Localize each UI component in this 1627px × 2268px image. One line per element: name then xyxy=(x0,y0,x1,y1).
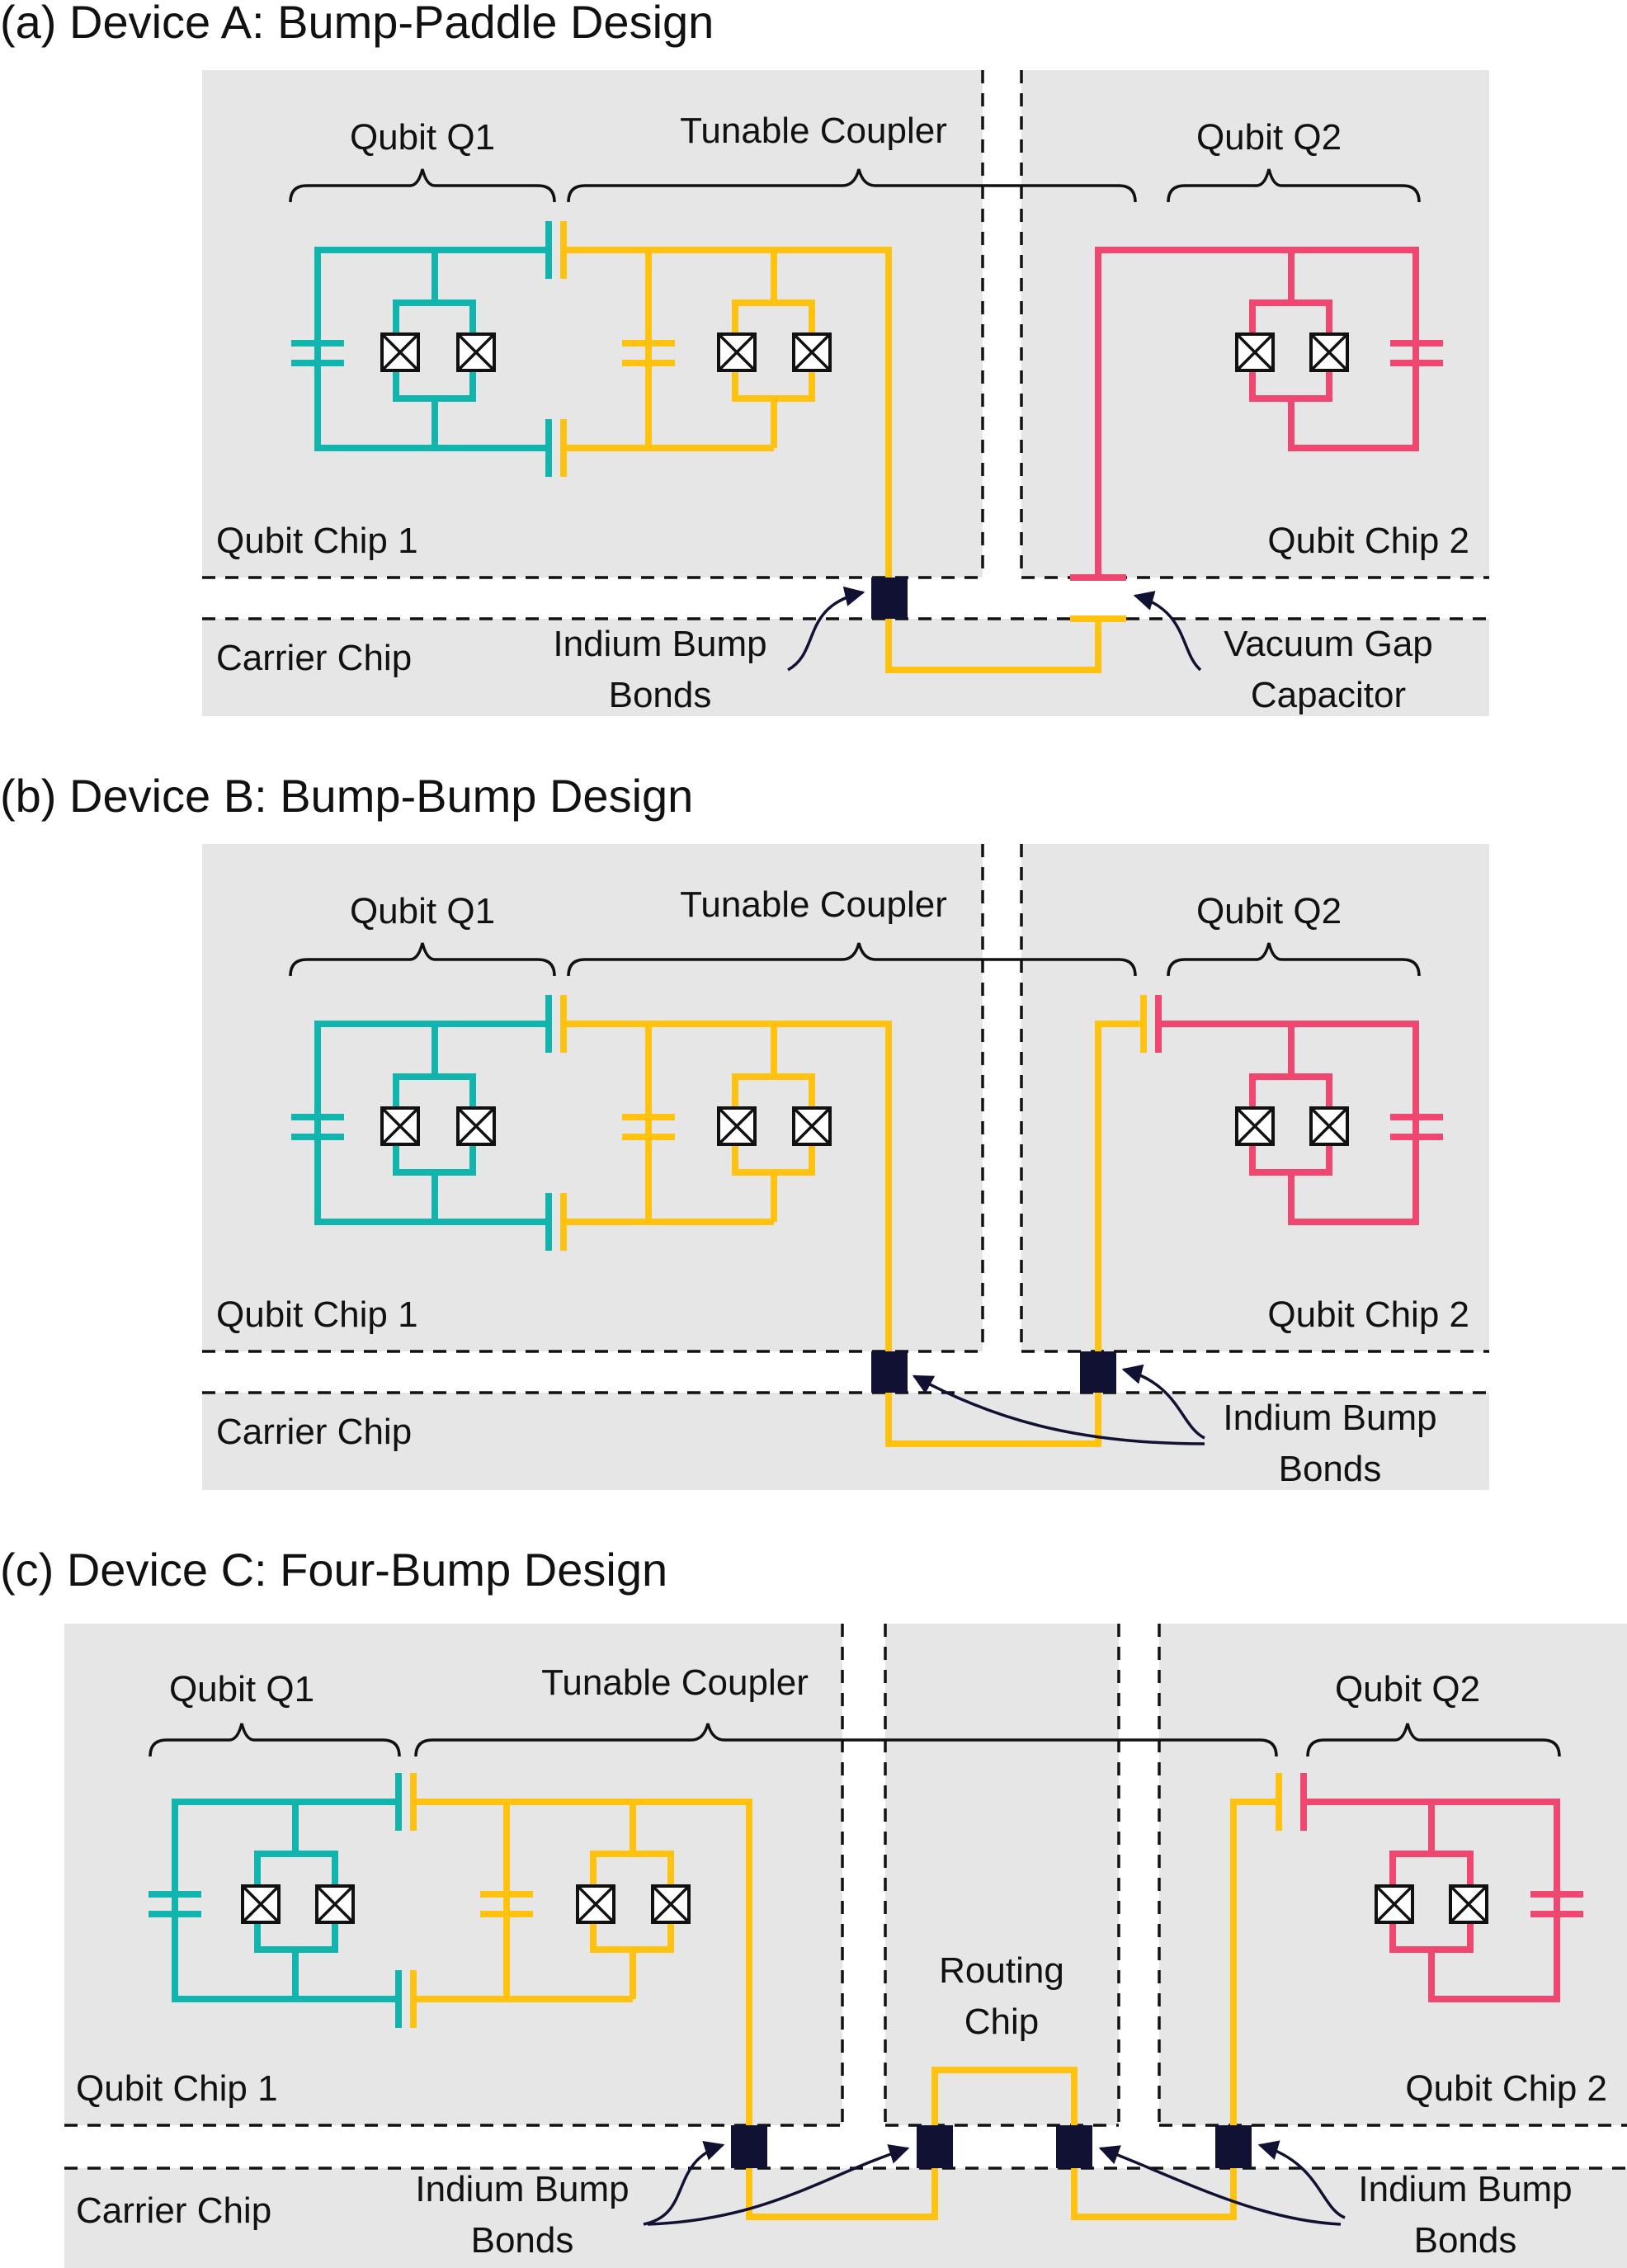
panel-b-title: (b) Device B: Bump-Bump Design xyxy=(0,770,693,822)
carrier-chip-area xyxy=(202,1393,1489,1490)
pointer-arrow xyxy=(1098,2145,1342,2226)
tunable-coupler-circuit xyxy=(560,221,1126,673)
josephson-junction-icon xyxy=(717,332,757,372)
qubit-chip-1-label: Qubit Chip 1 xyxy=(216,521,418,561)
qubit-chip-1-label: Qubit Chip 1 xyxy=(76,2068,278,2109)
qubit-q1-brace xyxy=(289,942,556,977)
josephson-junction-icon xyxy=(456,332,496,372)
josephson-junction-icon xyxy=(1449,1884,1488,1924)
carrier-chip-label: Carrier Chip xyxy=(76,2190,271,2231)
josephson-junction-icon xyxy=(380,332,420,372)
pointer-arrow xyxy=(1257,2140,1346,2219)
josephson-junction-icon xyxy=(792,332,832,372)
indium-bump-label: Indium Bump xyxy=(1358,2169,1572,2209)
pointer-arrow xyxy=(647,2144,910,2226)
tunable-coupler-label: Tunable Coupler xyxy=(680,111,947,151)
qubit-q2-brace xyxy=(1167,942,1421,977)
pointer-arrow xyxy=(912,1374,1205,1445)
indium-bump-label: Bonds xyxy=(1414,2220,1517,2261)
josephson-junction-icon xyxy=(651,1884,691,1924)
carrier-chip-label: Carrier Chip xyxy=(216,1412,412,1452)
qubit-chip-2-label: Qubit Chip 2 xyxy=(1267,1294,1469,1335)
josephson-junction-icon xyxy=(1309,332,1349,372)
qubit-q1-brace xyxy=(289,168,556,203)
indium-bump-label: Bonds xyxy=(471,2220,574,2261)
josephson-junction-icon xyxy=(1235,1106,1275,1146)
panel-c-title: (c) Device C: Four-Bump Design xyxy=(0,1544,667,1596)
carrier-chip-label: Carrier Chip xyxy=(216,638,412,678)
josephson-junction-icon xyxy=(1235,332,1275,372)
indium-bump-label: Bonds xyxy=(1279,1449,1382,1489)
qubit-q1-label: Qubit Q1 xyxy=(350,891,495,931)
josephson-junction-icon xyxy=(456,1106,496,1146)
vacuum-gap-capacitor-label: Vacuum Gap xyxy=(1224,624,1433,664)
qubit-q2-label: Qubit Q2 xyxy=(1196,891,1342,931)
qubit-chip-1-area xyxy=(202,844,983,1351)
vacuum-gap-capacitor-label: Capacitor xyxy=(1251,675,1406,715)
indium-bump xyxy=(917,2125,953,2168)
qubit-q1-brace xyxy=(149,1723,401,1757)
tunable-coupler-label: Tunable Coupler xyxy=(541,1662,809,1703)
indium-bump xyxy=(731,2125,767,2168)
josephson-junction-icon xyxy=(792,1106,832,1146)
qubit-q2-label: Qubit Q2 xyxy=(1335,1669,1480,1709)
routing-chip-label: Routing xyxy=(939,1950,1064,1991)
qubit-q1-label: Qubit Q1 xyxy=(169,1669,314,1709)
indium-bump-label: Indium Bump xyxy=(553,624,766,664)
tunable-coupler-brace xyxy=(567,942,1137,977)
routing-chip-area xyxy=(885,1624,1119,2125)
qubit-q1-label: Qubit Q1 xyxy=(350,117,495,158)
pointer-arrow xyxy=(1133,591,1202,672)
qubit-chip-2-label: Qubit Chip 2 xyxy=(1267,521,1469,561)
panel-a-title: (a) Device A: Bump-Paddle Design xyxy=(0,0,714,48)
indium-bump-label: Indium Bump xyxy=(1223,1398,1436,1438)
panel-a: (a) Device A: Bump-Paddle Design Qubit Q… xyxy=(0,0,1489,716)
indium-bump xyxy=(871,1351,908,1393)
tunable-coupler-brace xyxy=(567,168,1137,203)
qubit-q2-circuit xyxy=(1155,995,1443,1225)
indium-bump-label: Bonds xyxy=(609,675,712,715)
josephson-junction-icon xyxy=(380,1106,420,1146)
josephson-junction-icon xyxy=(717,1106,757,1146)
pointer-arrow xyxy=(643,2141,725,2226)
qubit-chip-1-label: Qubit Chip 1 xyxy=(216,1294,418,1335)
tunable-coupler-label: Tunable Coupler xyxy=(680,884,947,925)
routing-chip-label: Chip xyxy=(964,2002,1040,2042)
tunable-coupler-brace xyxy=(414,1723,1278,1757)
qubit-chip-2-label: Qubit Chip 2 xyxy=(1405,2068,1607,2109)
josephson-junction-icon xyxy=(1309,1106,1349,1146)
qubit-q2-brace xyxy=(1306,1723,1561,1757)
pointer-arrow xyxy=(787,586,865,672)
qubit-chip-1-area xyxy=(64,1624,842,2125)
qubit-chip-1-area xyxy=(202,70,983,578)
indium-bump xyxy=(1080,1351,1116,1393)
josephson-junction-icon xyxy=(241,1884,281,1924)
indium-bump xyxy=(1056,2125,1092,2168)
indium-bump-label: Indium Bump xyxy=(415,2169,629,2209)
qubit-q1-circuit xyxy=(149,1773,402,2028)
carrier-chip-area xyxy=(202,619,1489,716)
panel-c: (c) Device C: Four-Bump Design Qubit Q1 … xyxy=(0,1544,1627,2268)
panel-b: (b) Device B: Bump-Bump Design Qubit Q1 … xyxy=(0,770,1489,1490)
pointer-arrow xyxy=(1121,1364,1205,1440)
josephson-junction-icon xyxy=(1375,1884,1414,1924)
josephson-junction-icon xyxy=(315,1884,355,1924)
qubit-q2-label: Qubit Q2 xyxy=(1196,117,1342,158)
josephson-junction-icon xyxy=(576,1884,615,1924)
qubit-q2-brace xyxy=(1167,168,1421,203)
indium-bump xyxy=(871,578,908,619)
indium-bump xyxy=(1215,2125,1252,2168)
